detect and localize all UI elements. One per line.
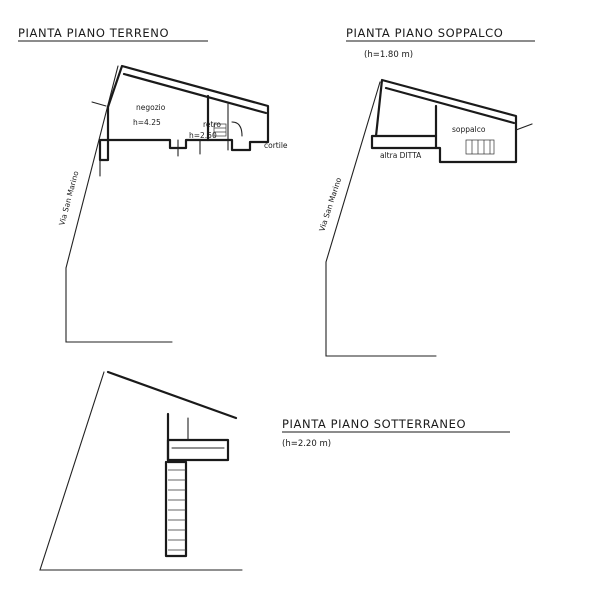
- mezzanine-other-property-label: altra DITTA: [380, 151, 422, 160]
- ground-floor-stair-hatch: [213, 123, 227, 137]
- ground-floor-yard-label: cortile: [264, 141, 288, 150]
- mezzanine-height: (h=1.80 m): [364, 50, 413, 60]
- basement-roof-line: [106, 370, 238, 420]
- ground-floor-shop-label: negozio: [136, 103, 166, 112]
- mezzanine-wall-tick: [515, 123, 533, 131]
- ground-floor-shop-height: h=4.25: [133, 118, 161, 127]
- ground-floor-entry-arrow: [91, 101, 107, 107]
- ground-floor-building-outline: [98, 64, 270, 162]
- mezzanine-street-boundary: [325, 81, 437, 357]
- ground-floor-wc-label: retro: [203, 120, 221, 129]
- mezzanine-loft-label: soppalco: [452, 125, 486, 134]
- basement-title: PIANTA PIANO SOTTERRANEO: [282, 417, 466, 431]
- ground-floor-street-boundary: [65, 65, 173, 343]
- basement-street-boundary: [39, 371, 243, 571]
- basement-room-outline: [166, 438, 230, 462]
- mezzanine-building-outline: [370, 78, 518, 164]
- mezzanine-inner-roof-line: [384, 86, 516, 125]
- ground-floor-door-swing: [231, 121, 243, 137]
- ground-floor-title: PIANTA PIANO TERRENO: [18, 26, 169, 40]
- ground-floor-wc-height: h=2.50: [189, 131, 217, 140]
- mezzanine-title: PIANTA PIANO SOPPALCO: [346, 26, 503, 40]
- basement-plan: PIANTA PIANO SOTTERRANEO (h=2.20 m): [39, 370, 510, 571]
- basement-height: (h=2.20 m): [282, 439, 331, 449]
- mezzanine-stair-hatch: [465, 139, 495, 155]
- ground-floor-inner-roof-line: [122, 72, 268, 115]
- mezzanine-plan: PIANTA PIANO SOPPALCO (h=1.80 m) soppalc…: [317, 26, 535, 357]
